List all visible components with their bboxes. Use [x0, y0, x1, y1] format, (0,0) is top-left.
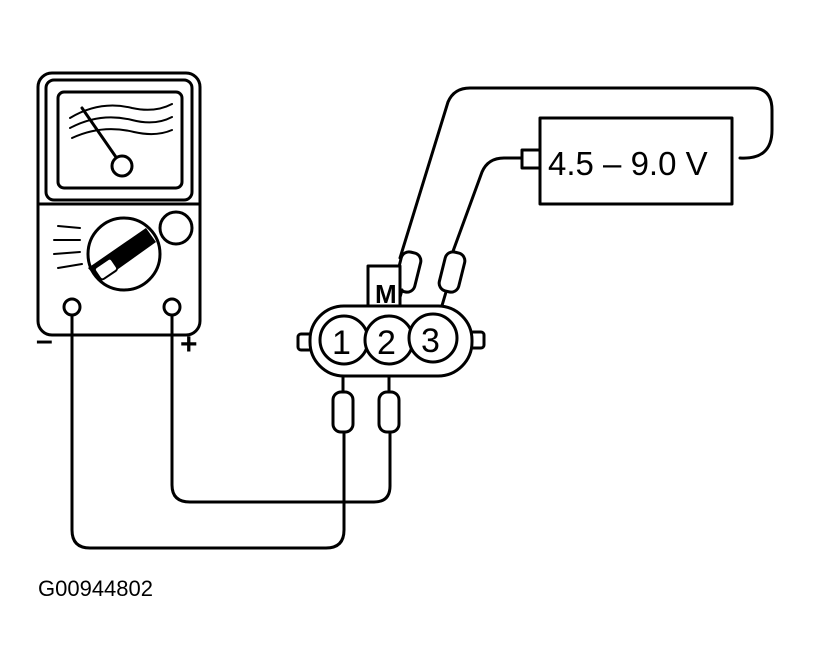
pin-label-3: 3: [421, 322, 440, 360]
pin-cavity-3: [407, 312, 459, 364]
meter-scale-arc-2: [69, 116, 173, 129]
wire-supply-positive: [450, 156, 524, 256]
meter-scale-arc-3: [71, 128, 173, 139]
multimeter: [36, 71, 202, 337]
meter-display-window: [56, 90, 184, 190]
voltage-label: 4.5 – 9.0 V: [548, 145, 708, 182]
connector-marker: M: [375, 279, 397, 309]
meter-needle: [80, 106, 120, 162]
power-supply: 4.5 – 9.0 V: [520, 116, 734, 206]
wire-supply-negative: [398, 86, 774, 260]
meter-scale-arc-1: [69, 103, 173, 119]
wire-minus-lead: [70, 313, 346, 550]
wire-plus-lead: [170, 313, 392, 504]
sensor-connector: M 1 2 3: [296, 264, 486, 378]
terminal-plus-jack[interactable]: [162, 297, 182, 317]
terminal-minus-jack[interactable]: [62, 297, 82, 317]
zero-adjust-knob[interactable]: [158, 210, 194, 246]
pin-label-2: 2: [377, 324, 396, 362]
connector-lock-tab: [366, 264, 402, 312]
range-selector-knob[interactable]: [86, 216, 162, 292]
power-supply-input-tab: [520, 148, 542, 170]
range-marks: [53, 225, 83, 269]
terminal-minus-label: –: [36, 324, 53, 357]
figure-code: G00944802: [38, 576, 153, 601]
pin-label-1: 1: [332, 324, 351, 362]
meter-needle-pivot: [110, 154, 134, 178]
knob-grip: [93, 257, 119, 281]
meter-face-panel: [44, 78, 194, 202]
terminal-plus-label: +: [180, 328, 198, 361]
